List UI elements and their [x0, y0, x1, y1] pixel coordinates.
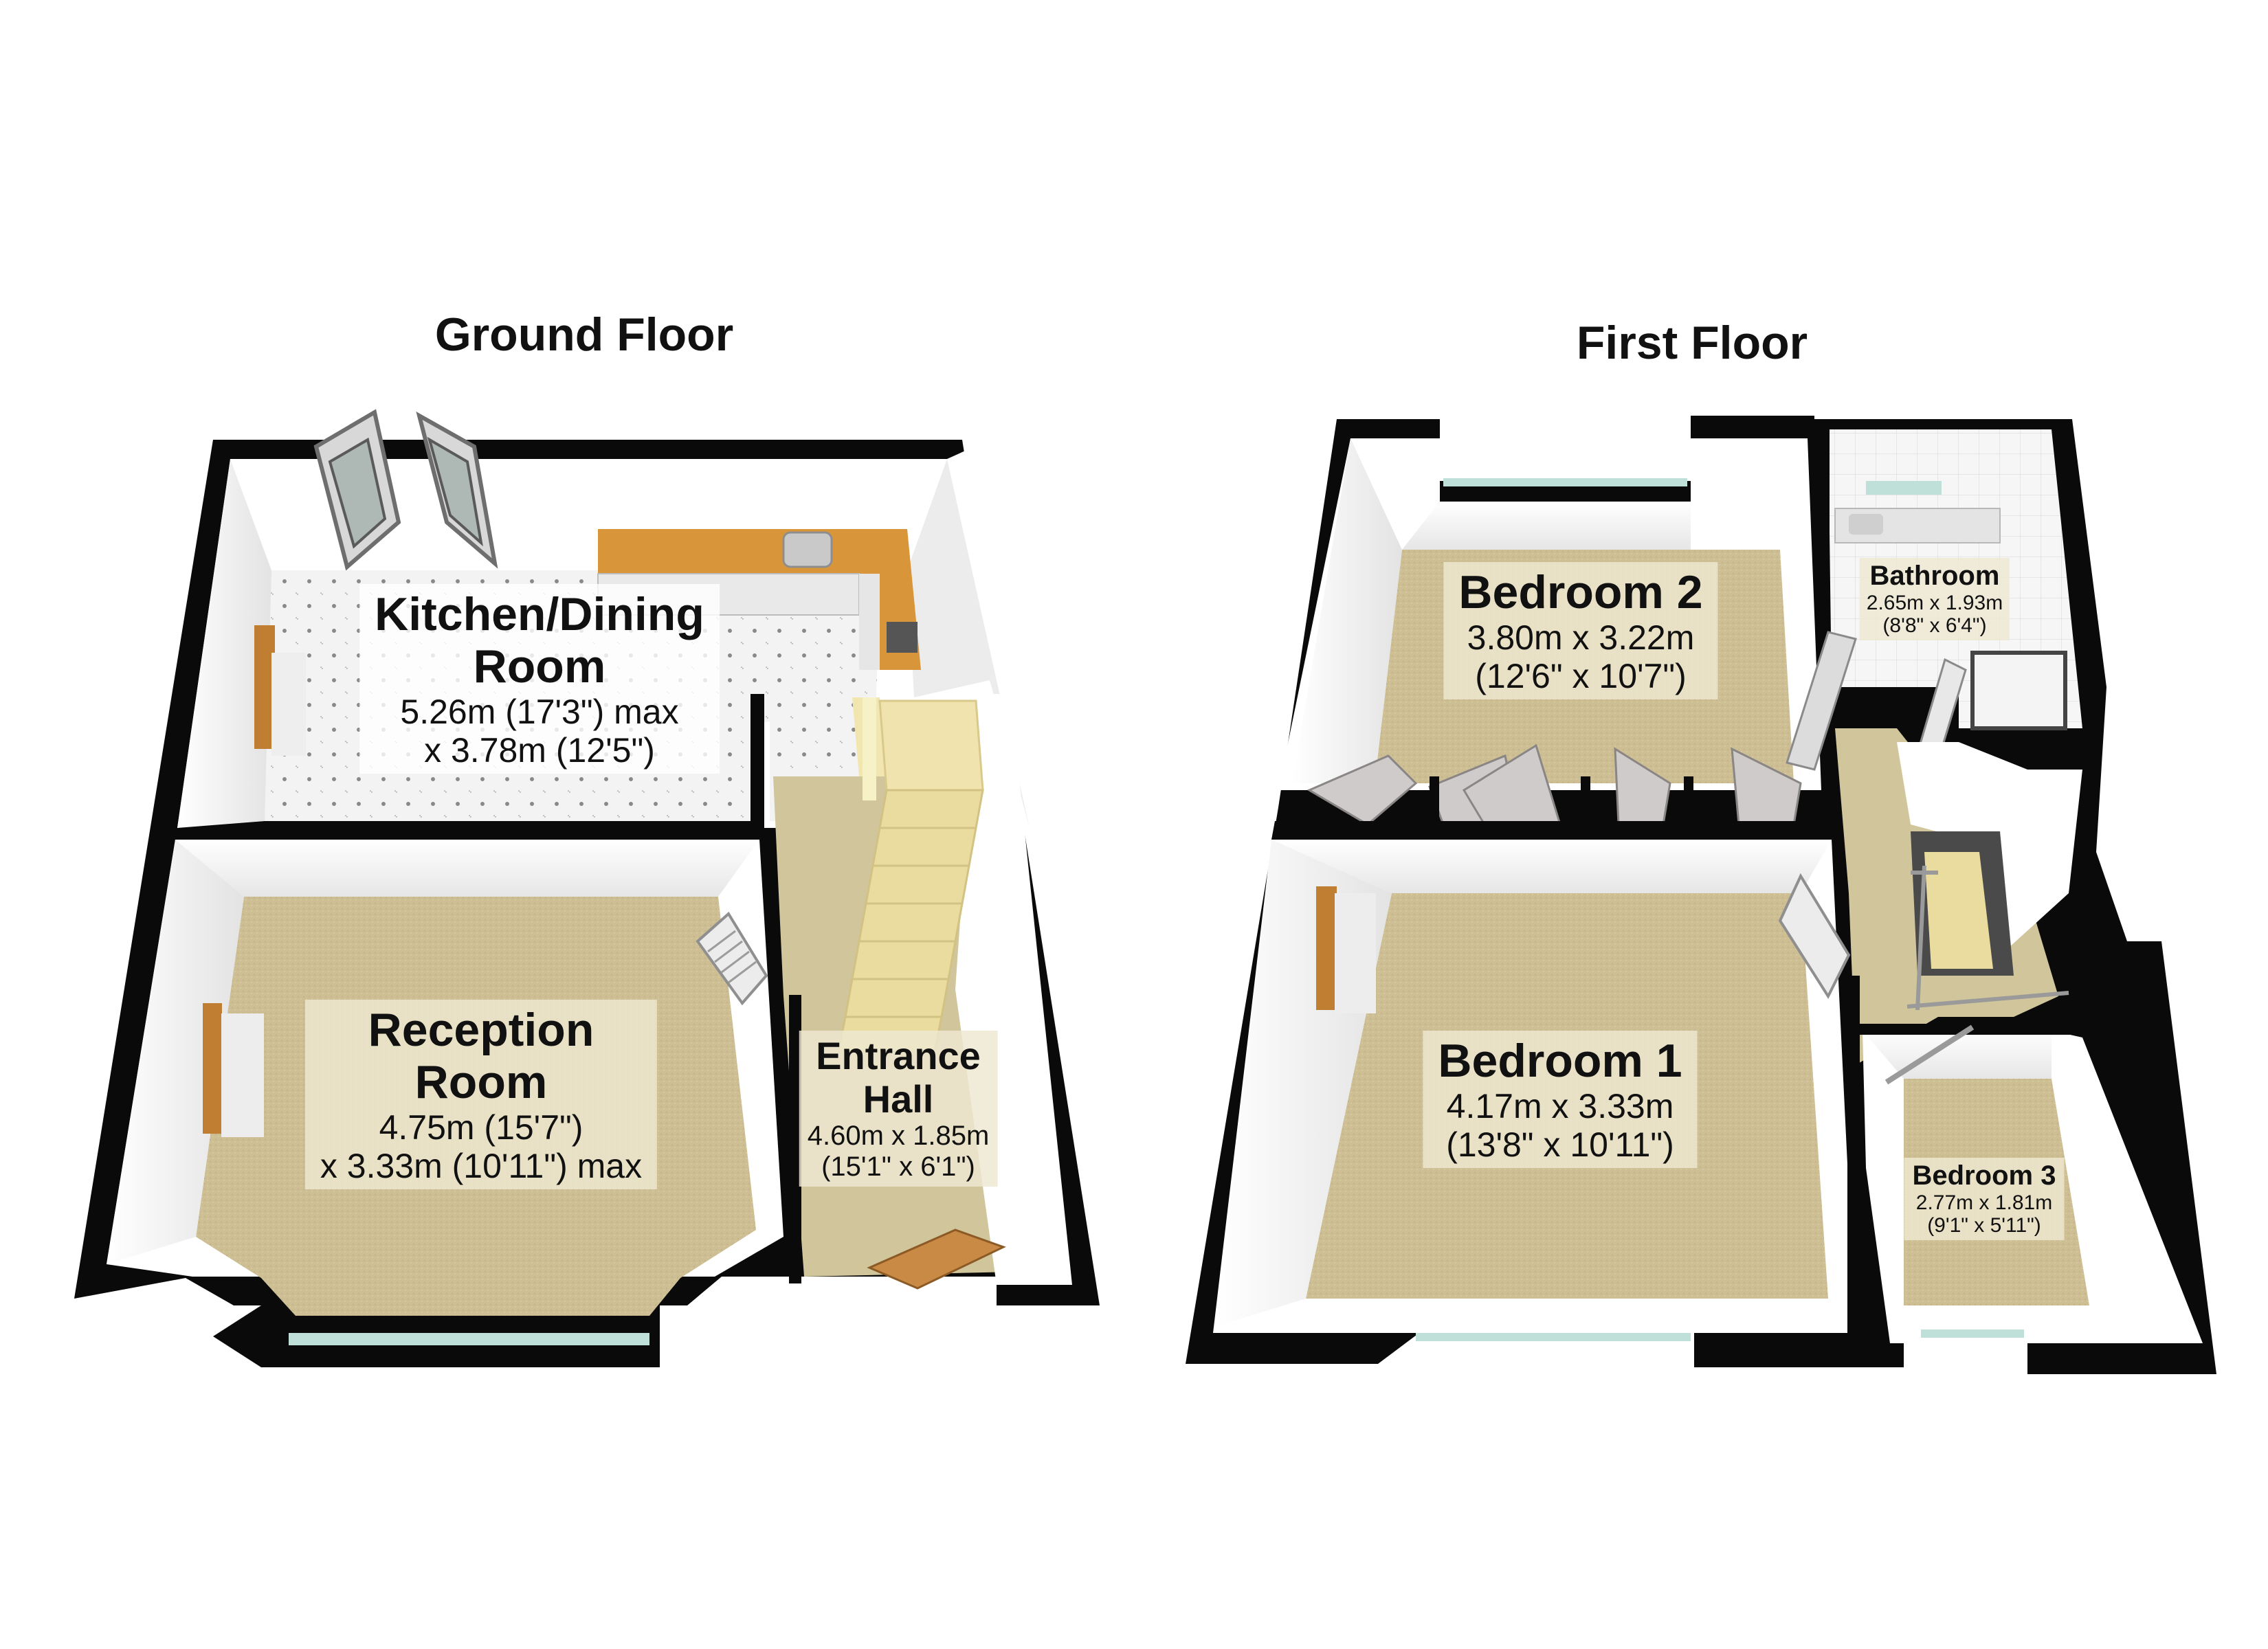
- hall-name-line2: Hall: [863, 1077, 934, 1121]
- reception-name-line1: Reception: [368, 1004, 594, 1056]
- kitchen-label: Kitchen/Dining Room 5.26m (17'3") max x …: [359, 584, 720, 774]
- bedroom-internal-wall: [1271, 821, 1832, 840]
- bedroom1-fireplace: [1316, 886, 1337, 1010]
- bathroom-name: Bathroom: [1869, 561, 2000, 591]
- bedroom3-label: Bedroom 3 2.77m x 1.81m (9'1" x 5'11"): [1904, 1158, 2065, 1240]
- kitchen-right-wall: [907, 459, 1030, 828]
- patio-doors: [313, 409, 498, 571]
- kitchen-name-line2: Room: [473, 640, 606, 693]
- reception-label: Reception Room 4.75m (15'7") x 3.33m (10…: [304, 1000, 658, 1190]
- bedroom1-dim-line1: 4.17m x 3.33m: [1446, 1087, 1674, 1126]
- hall-dim-line2: (15'1" x 6'1"): [821, 1152, 975, 1182]
- landing-balustrade: [1906, 865, 2069, 1011]
- ground-floor-plan: [74, 409, 1100, 1367]
- reception-dim-line2: x 3.33m (10'11") max: [320, 1147, 643, 1186]
- bedroom1-name: Bedroom 1: [1438, 1035, 1682, 1087]
- hall-name-line1: Entrance: [816, 1034, 981, 1077]
- fireplace: [203, 1003, 222, 1134]
- bedroom2-dim-line2: (12'6" x 10'7"): [1475, 657, 1687, 696]
- bathroom-door: [1786, 631, 1857, 771]
- ground-floor-title: Ground Floor: [435, 309, 733, 361]
- front-door: [867, 1229, 1006, 1290]
- bedroom3-window: [1921, 1330, 2024, 1338]
- bedroom2-name: Bedroom 2: [1458, 566, 1703, 618]
- bathroom-dim-line1: 2.65m x 1.93m: [1866, 591, 2003, 614]
- hall-dim-line1: 4.60m x 1.85m: [807, 1121, 990, 1152]
- staircase: [837, 697, 984, 1053]
- bedroom1-door: [1778, 873, 1851, 1000]
- bedroom3-dim-line1: 2.77m x 1.81m: [1915, 1191, 2053, 1214]
- bedroom2-window: [1443, 478, 1687, 486]
- bedroom3-dim-line2: (9'1" x 5'11"): [1927, 1214, 2041, 1237]
- bathroom-label: Bathroom 2.65m x 1.93m (8'8" x 6'4"): [1859, 558, 2010, 640]
- shower: [1970, 651, 2067, 730]
- first-floor-title: First Floor: [1577, 317, 1808, 369]
- reception-left-wall: [107, 840, 244, 1264]
- bedroom2-label: Bedroom 2 3.80m x 3.22m (12'6" x 10'7"): [1443, 562, 1718, 700]
- bedroom3-door: [1885, 1024, 1975, 1085]
- kitchen-dim-line2: x 3.78m (12'5"): [424, 731, 655, 770]
- kitchen-name-line1: Kitchen/Dining: [375, 588, 704, 640]
- bay-window: [289, 1333, 649, 1345]
- bedroom3-name: Bedroom 3: [1912, 1160, 2056, 1191]
- bedroom1-dim-line2: (13'8" x 10'11"): [1446, 1125, 1674, 1165]
- bedroom1-label: Bedroom 1 4.17m x 3.33m (13'8" x 10'11"): [1423, 1031, 1698, 1169]
- bathroom-dim-line2: (8'8" x 6'4"): [1882, 614, 1987, 638]
- reception-door: [696, 911, 768, 1006]
- kitchen-dim-line1: 5.26m (17'3") max: [400, 693, 679, 732]
- bedroom2-dim-line1: 3.80m x 3.22m: [1467, 618, 1695, 658]
- reception-dim-line1: 4.75m (15'7"): [379, 1108, 583, 1147]
- kitchen-left-wall: [177, 459, 271, 828]
- ground-internal-wall: [175, 828, 759, 840]
- wardrobe-doors: [1307, 743, 1802, 826]
- hall-label: Entrance Hall 4.60m x 1.85m (15'1" x 6'1…: [799, 1031, 998, 1187]
- reception-name-line2: Room: [414, 1056, 548, 1109]
